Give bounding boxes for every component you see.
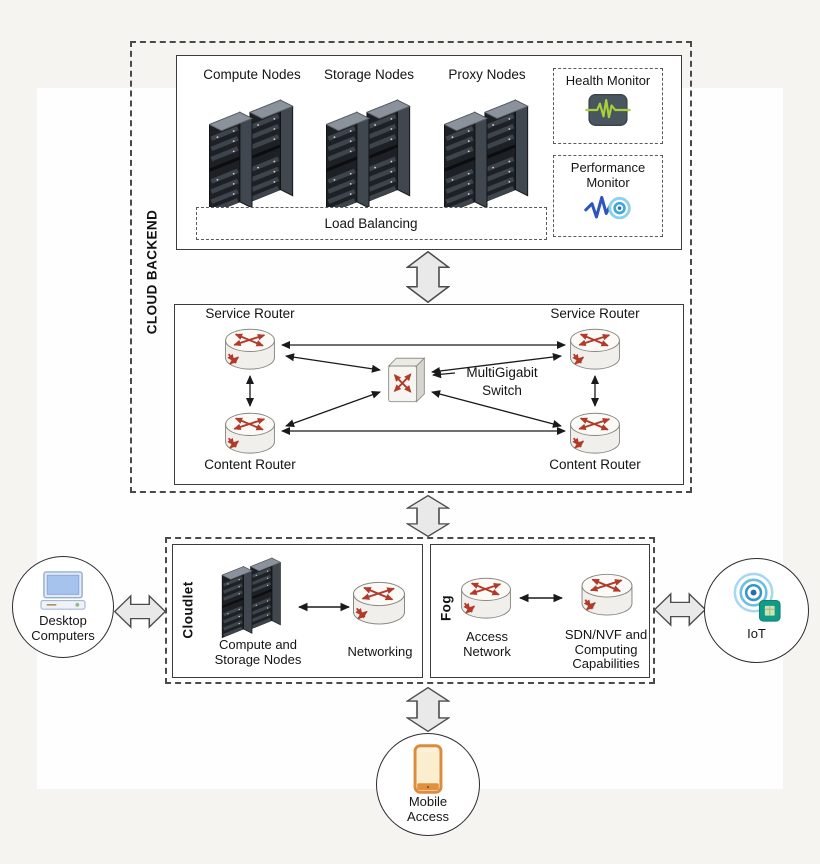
networking-router-icon (349, 579, 409, 627)
service-router-left-icon (226, 329, 275, 369)
cloudlet-label: Cloudlet (180, 581, 196, 639)
mobile-access-label: Mobile Access (407, 794, 449, 824)
desktop-cloudlet-block-arrow (114, 595, 166, 628)
service-router-right-label: Service Router (550, 306, 640, 321)
sdn-label: SDN/NVF and Computing Capabilities (564, 627, 648, 671)
health-monitor-box: Health Monitor (553, 68, 663, 144)
storage-nodes-rack-icon (326, 90, 412, 216)
load-balancing-label: Load Balancing (324, 216, 418, 231)
cloud-edge-block-arrow (406, 495, 450, 537)
cloud-internal-block-arrow (406, 251, 450, 303)
desktop-computers-node: Desktop Computers (12, 556, 114, 658)
mobile-access-node: Mobile Access (376, 733, 480, 836)
performance-monitor-icon (584, 193, 632, 225)
sdn-router-icon (578, 571, 636, 618)
desktop-computers-label: Desktop Computers (31, 613, 95, 643)
health-monitor-icon (585, 92, 631, 128)
proxy-nodes-label: Proxy Nodes (448, 67, 526, 82)
cloud-backend-label: CLOUD BACKEND (144, 209, 160, 335)
performance-monitor-label: Performance Monitor (570, 160, 646, 190)
content-router-right-icon (571, 413, 620, 453)
multigigabit-switch-label: MultiGigabit Switch (466, 365, 538, 398)
access-network-label: Access Network (463, 629, 511, 659)
proxy-nodes-rack-icon (444, 90, 530, 216)
cloud-backend-box (130, 41, 692, 493)
routing-connections (174, 304, 684, 485)
content-router-left-label: Content Router (204, 457, 296, 472)
compute-nodes-rack-icon (209, 90, 295, 216)
load-balancing-box (196, 207, 547, 240)
desktop-computer-icon (38, 570, 88, 612)
cloudlet-internal-arrow (297, 602, 351, 612)
access-network-router-icon (458, 575, 514, 621)
fog-label: Fog (438, 595, 454, 621)
iot-label: IoT (747, 626, 766, 641)
health-monitor-label: Health Monitor (565, 73, 651, 88)
cloudlet-rack-icon (213, 551, 291, 639)
edge-layer-box (165, 537, 655, 684)
iot-node: IoT (704, 558, 809, 663)
networking-label: Networking (347, 644, 413, 659)
mobile-phone-icon (413, 744, 443, 794)
compute-nodes-label: Compute Nodes (203, 67, 301, 82)
service-router-left-label: Service Router (205, 306, 295, 321)
storage-nodes-label: Storage Nodes (323, 67, 415, 82)
edge-mobile-block-arrow (406, 687, 450, 732)
service-router-right-icon (571, 329, 620, 369)
iot-icon (729, 570, 784, 625)
multigigabit-switch-icon (389, 358, 425, 401)
fog-iot-block-arrow (654, 593, 706, 626)
compute-storage-nodes-label: Compute and Storage Nodes (214, 637, 302, 667)
content-router-left-icon (226, 413, 275, 453)
fog-internal-arrow (518, 593, 564, 603)
performance-monitor-box: Performance Monitor (553, 155, 663, 237)
content-router-right-label: Content Router (549, 457, 641, 472)
